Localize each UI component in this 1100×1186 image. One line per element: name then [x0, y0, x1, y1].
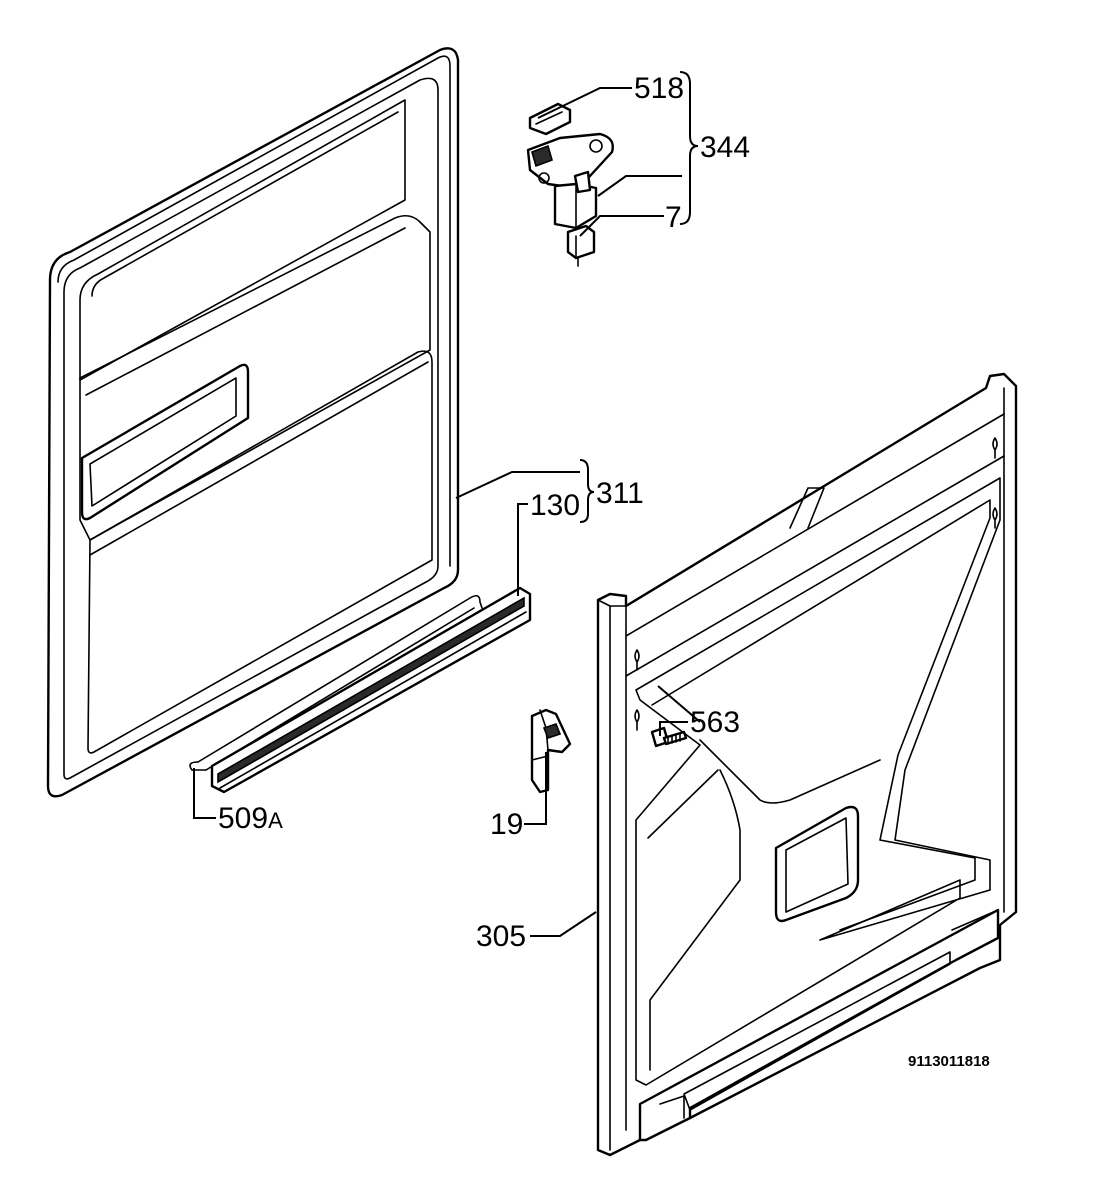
callout-518: 518 [634, 72, 684, 105]
callout-344: 344 [700, 131, 750, 164]
callout-7: 7 [665, 201, 682, 234]
leader-lines [193, 71, 701, 937]
callout-509a-number: 509 [218, 802, 268, 835]
door-seal-strip [210, 586, 532, 794]
inner-door-panel [46, 47, 460, 798]
diagram-reference-number: 9113011818 [908, 1053, 990, 1070]
callout-130: 130 [530, 489, 580, 522]
callout-labels: 518 344 7 311 130 509A 563 19 305 911301… [218, 72, 990, 1070]
callout-19: 19 [490, 808, 523, 841]
callout-563: 563 [690, 706, 740, 739]
callout-311: 311 [596, 477, 644, 510]
callout-509a-suffix: A [268, 808, 283, 833]
callout-509a: 509A [218, 802, 283, 835]
callout-305: 305 [476, 920, 526, 953]
outer-door-panel [596, 372, 1018, 1157]
door-lock-assembly [526, 102, 614, 267]
door-switch [530, 708, 572, 794]
